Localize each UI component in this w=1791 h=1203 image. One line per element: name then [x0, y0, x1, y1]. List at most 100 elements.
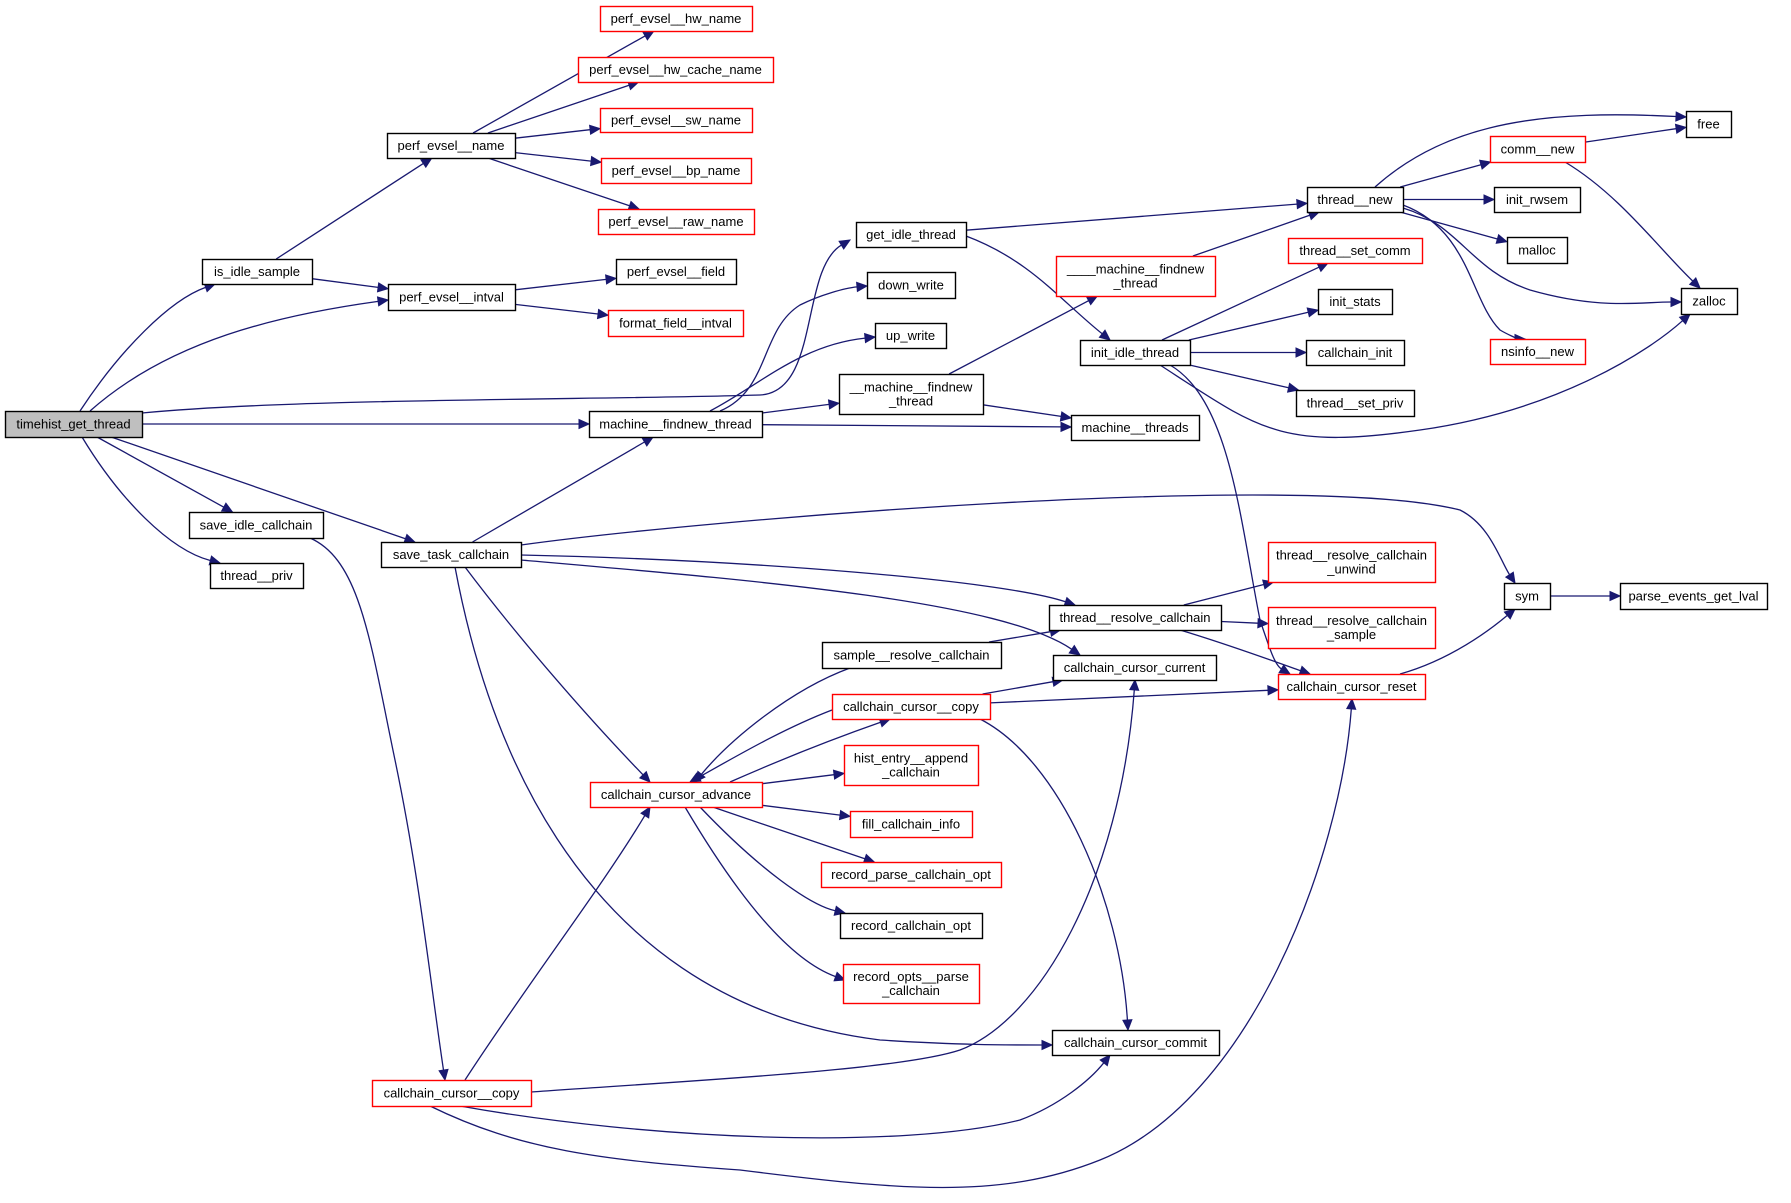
node-label: perf_evsel__sw_name [611, 113, 741, 128]
edge-line [989, 689, 1269, 704]
node-callchain-init[interactable]: callchain_init [1305, 339, 1406, 367]
node-thread-resolve-callchain-unwind[interactable]: thread__resolve_callchain_unwind [1267, 541, 1437, 584]
node-box [1305, 339, 1406, 367]
node-up-write[interactable]: up_write [874, 322, 948, 350]
node-label: __machine__findnew [849, 380, 973, 395]
node-label: comm__new [1501, 142, 1575, 157]
node-callchain-cursor-commit[interactable]: callchain_cursor_commit [1051, 1029, 1221, 1057]
node-save-task-callchain[interactable]: save_task_callchain [380, 541, 523, 569]
edge-comm__new-to-zalloc [1564, 161, 1701, 289]
node-is-idle-sample[interactable]: is_idle_sample [201, 258, 314, 286]
node-machine-findnew-thread[interactable]: ____machine__findnew_thread [1055, 255, 1217, 298]
node-label: perf_evsel__hw_cache_name [589, 62, 762, 77]
node-free[interactable]: free [1685, 110, 1733, 139]
node-format-field-intval[interactable]: format_field__intval [607, 309, 745, 338]
node-label: init_stats [1329, 294, 1381, 309]
node-label: callchain_cursor__copy [384, 1086, 520, 1101]
node-thread-resolve-callchain[interactable]: thread__resolve_callchain [1048, 604, 1223, 632]
edge-line [1188, 311, 1309, 341]
edge-line [948, 300, 1089, 375]
node-thread-priv[interactable]: thread__priv [209, 562, 305, 590]
node-box [209, 562, 305, 590]
node-sym[interactable]: sym [1503, 582, 1552, 611]
edge-thread__new-to-nsinfo__new [1402, 204, 1527, 345]
arrowhead-icon [1128, 678, 1140, 691]
node-callchain-cursor-current[interactable]: callchain_cursor_current [1052, 654, 1218, 682]
edge-line [514, 151, 592, 162]
node-perf-evsel-intval[interactable]: perf_evsel__intval [387, 283, 517, 312]
arrowhead-icon [1041, 1039, 1054, 1051]
arrowhead-icon [864, 332, 877, 344]
node-machine-threads[interactable]: machine__threads [1070, 414, 1201, 442]
node-perf-evsel-hw-name[interactable]: perf_evsel__hw_name [599, 5, 754, 33]
node-callchain-cursor-copy-b[interactable]: callchain_cursor__copy [371, 1079, 533, 1108]
edge-timehist_get_thread-to-save_idle_callchain [96, 436, 234, 513]
node-down-write[interactable]: down_write [866, 271, 957, 300]
node-perf-evsel-hw-cache-name[interactable]: perf_evsel__hw_cache_name [577, 56, 775, 84]
node-callchain-cursor-copy-a[interactable]: callchain_cursor__copy [831, 693, 992, 721]
node-init-idle-thread[interactable]: init_idle_thread [1079, 339, 1192, 367]
node-label: is_idle_sample [214, 264, 300, 279]
node-record-callchain-opt[interactable]: record_callchain_opt [839, 912, 984, 940]
node-perf-evsel-name[interactable]: perf_evsel__name [386, 132, 517, 160]
node-sample-resolve-callchain[interactable]: sample__resolve_callchain [821, 641, 1003, 670]
node-label: _thread [1112, 276, 1157, 291]
node-box [188, 511, 325, 540]
node-box [1489, 338, 1587, 366]
edge-init_idle_thread-to-callchain_cursor_reset [1169, 364, 1292, 675]
node-perf-evsel-field[interactable]: perf_evsel__field [615, 258, 738, 286]
edge-thread__new-to-malloc [1399, 211, 1509, 244]
arrowhead-icon [1674, 123, 1688, 135]
arrowhead-icon [1060, 421, 1073, 433]
node-box [1267, 541, 1437, 584]
node-record-opts-parse-callchain[interactable]: record_opts__parse_callchain [842, 963, 981, 1005]
node-hist-entry-append-callchain[interactable]: hist_entry__append_callchain [843, 744, 980, 787]
node-thread-set-priv[interactable]: thread__set_priv [1295, 389, 1416, 418]
node-fill-callchain-info[interactable]: fill_callchain_info [849, 810, 974, 839]
node-zalloc[interactable]: zalloc [1680, 287, 1739, 316]
node-thread-new[interactable]: thread__new [1306, 186, 1405, 214]
arrowhead-icon [1059, 411, 1073, 422]
edge-line [982, 404, 1062, 418]
node-thread-resolve-callchain-sample[interactable]: thread__resolve_callchain_sample [1267, 606, 1437, 650]
node-machine-findnew-thread[interactable]: machine__findnew_thread [588, 410, 764, 439]
node-get-idle-thread[interactable]: get_idle_thread [855, 221, 968, 249]
node-box [831, 693, 992, 721]
node-parse-events-get-lval[interactable]: parse_events_get_lval [1619, 582, 1769, 611]
node-label: machine__findnew_thread [599, 417, 752, 432]
node-callchain-cursor-advance[interactable]: callchain_cursor_advance [589, 781, 764, 809]
node-save-idle-callchain[interactable]: save_idle_callchain [188, 511, 325, 540]
node-perf-evsel-raw-name[interactable]: perf_evsel__raw_name [597, 208, 756, 236]
edge-line [311, 278, 379, 289]
node-box [607, 309, 745, 338]
arrowhead-icon [642, 30, 655, 41]
arrowhead-icon [1483, 194, 1496, 205]
edge-machine__findnew_thread-to-__machine__findnew_thread [761, 399, 841, 414]
node-box [386, 132, 517, 160]
edge-callchain_cursor__copy_a-to-callchain_cursor_reset [989, 685, 1280, 704]
arrowhead-icon [833, 971, 847, 982]
node-init-stats[interactable]: init_stats [1317, 288, 1394, 316]
edge-line [89, 300, 379, 412]
node-box [866, 271, 957, 300]
arrowhead-icon [1678, 313, 1691, 325]
node-box [1493, 186, 1582, 214]
node-machine-findnew-thread[interactable]: __machine__findnew_thread [838, 373, 985, 416]
node-box [1685, 110, 1733, 139]
edge-line [472, 35, 646, 134]
node-perf-evsel-sw-name[interactable]: perf_evsel__sw_name [599, 107, 754, 134]
node-callchain-cursor-reset[interactable]: callchain_cursor_reset [1277, 673, 1427, 701]
node-record-parse-callchain-opt[interactable]: record_parse_callchain_opt [820, 861, 1003, 889]
node-thread-set-comm[interactable]: thread__set_comm [1287, 237, 1424, 265]
node-box [1277, 673, 1427, 701]
node-label: _thread [888, 394, 933, 409]
node-init-rwsem[interactable]: init_rwsem [1493, 186, 1582, 214]
node-comm-new[interactable]: comm__new [1489, 135, 1587, 164]
node-malloc[interactable]: malloc [1506, 236, 1569, 265]
node-nsinfo-new[interactable]: nsinfo__new [1489, 338, 1587, 366]
node-perf-evsel-bp-name[interactable]: perf_evsel__bp_name [600, 157, 753, 185]
arrowhead-icon [376, 296, 390, 307]
edge-line [275, 162, 424, 260]
edge-line [699, 806, 836, 912]
